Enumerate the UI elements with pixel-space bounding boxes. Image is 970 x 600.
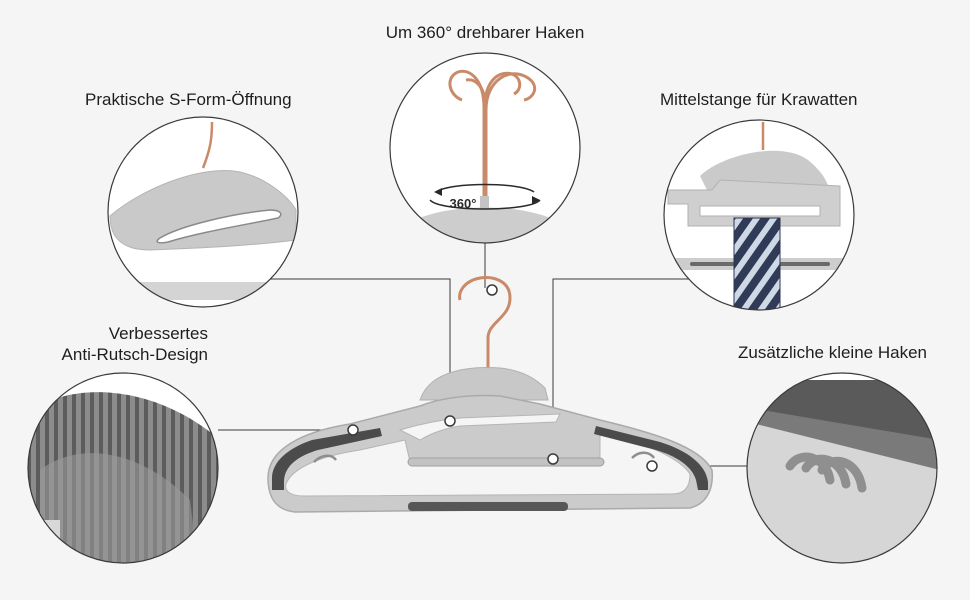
label-s-shape-opening: Praktische S-Form-Öffnung — [85, 90, 292, 109]
detail-circle-s-shape — [107, 116, 299, 308]
label-360-hook: Um 360° drehbarer Haken — [385, 23, 585, 42]
copper-hook-icon — [458, 276, 512, 372]
hanger-dome — [419, 367, 549, 401]
tie-icon — [733, 217, 781, 310]
main-hanger — [267, 276, 714, 513]
detail-circle-360-hook: 360° — [389, 52, 581, 244]
small-hook-right-icon — [631, 451, 656, 459]
marker-tie-bar — [547, 453, 559, 465]
anti-slip-pad-left — [272, 428, 382, 490]
s-shape-slot — [398, 413, 561, 441]
label-small-hooks: Zusätzliche kleine Haken — [738, 343, 927, 362]
marker-hook — [486, 284, 498, 296]
tie-bar — [407, 457, 605, 467]
rotation-arrows-icon — [435, 183, 535, 193]
label-tie-bar: Mittelstange für Krawatten — [660, 90, 858, 109]
small-hooks-detail-icon — [785, 452, 867, 493]
anti-slip-pad-right — [594, 426, 708, 490]
label-anti-slip-line1: Verbessertes — [108, 324, 208, 343]
s-slot-detail — [156, 209, 282, 244]
detail-circle-tie-bar — [663, 119, 855, 311]
label-anti-slip: Verbessertes Anti-Rutsch-Design — [20, 323, 208, 365]
rotation-badge: 360° — [450, 196, 477, 211]
marker-small-hooks — [646, 460, 658, 472]
anti-slip-bottom-bar — [408, 502, 568, 511]
marker-s-shape — [444, 415, 456, 427]
marker-anti-slip — [347, 424, 359, 436]
rotating-hook-icon — [448, 69, 537, 196]
small-hook-left-icon — [313, 454, 338, 463]
label-anti-slip-line2: Anti-Rutsch-Design — [61, 345, 208, 364]
detail-circle-anti-slip — [27, 372, 219, 564]
detail-circle-small-hooks — [746, 372, 938, 564]
connector-tie-bar — [552, 278, 700, 458]
